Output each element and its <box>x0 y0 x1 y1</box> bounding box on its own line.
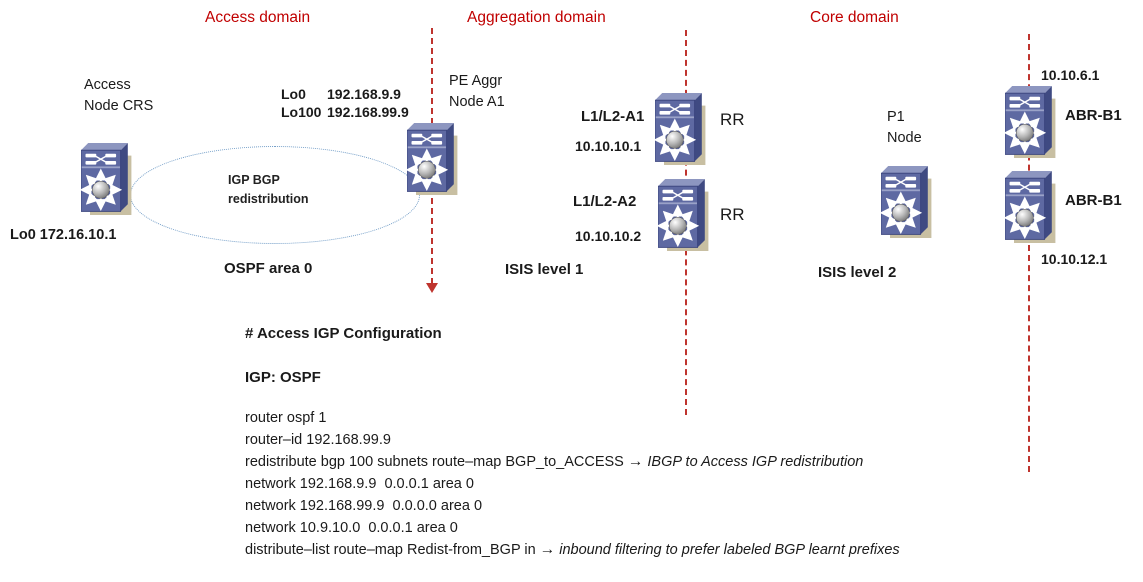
config-line: redistribute bgp 100 subnets route–map B… <box>245 453 864 470</box>
pe-aggr-node-label: PE Aggr Node A1 <box>449 73 505 110</box>
arrow-icon: → <box>539 541 556 558</box>
pe-lo100-ip: 192.168.99.9 <box>327 104 409 120</box>
rr2-role-label: RR <box>720 205 745 224</box>
ospf-area-label: OSPF area 0 <box>224 260 313 277</box>
pe-lo0-name: Lo0 <box>281 86 306 102</box>
abr1-ip-label: 10.10.6.1 <box>1041 67 1100 83</box>
boundary-line-arrowhead <box>426 283 438 293</box>
config-line: router ospf 1 <box>245 410 327 426</box>
config-line: network 10.9.10.0 0.0.0.1 area 0 <box>245 520 458 536</box>
config-heading: # Access IGP Configuration <box>245 325 442 342</box>
rr2-ip-label: 10.10.10.2 <box>575 228 642 244</box>
multilayer-switch-icon <box>655 91 709 167</box>
isis-level1-label: ISIS level 1 <box>505 261 584 278</box>
access-node-icon <box>81 141 135 217</box>
access-node-label: Access Node CRS <box>84 77 154 114</box>
pe-aggr-node-icon <box>407 121 461 197</box>
igp-bgp-redistribution-label: IGP BGP redistribution <box>228 173 309 206</box>
core-boundary-line <box>1028 34 1030 472</box>
rr1-role-label: RR <box>720 110 745 129</box>
multilayer-switch-icon <box>1005 169 1059 245</box>
isis-level2-label: ISIS level 2 <box>818 264 897 281</box>
p1-node-label: P1 Node <box>887 109 922 146</box>
rr2-node-icon <box>658 177 712 253</box>
abr1-name-label: ABR-B1 <box>1065 107 1122 124</box>
multilayer-switch-icon <box>881 164 935 240</box>
abr2-name-label: ABR-B1 <box>1065 192 1122 209</box>
multilayer-switch-icon <box>1005 84 1059 160</box>
config-igp-line: IGP: OSPF <box>245 369 321 386</box>
abr1-node-icon <box>1005 84 1059 160</box>
config-line: distribute–list route–map Redist-from_BG… <box>245 541 900 558</box>
multilayer-switch-icon <box>407 121 461 197</box>
arrow-icon: → <box>627 453 644 470</box>
abr2-ip-label: 10.10.12.1 <box>1041 251 1108 267</box>
rr1-node-icon <box>655 91 709 167</box>
rr2-name-label: L1/L2-A2 <box>573 193 637 210</box>
pe-lo100-name: Lo100 <box>281 104 322 120</box>
access-node-loopback: Lo0 172.16.10.1 <box>10 227 117 243</box>
p1-node-icon <box>881 164 935 240</box>
pe-loopback-table: Lo0 192.168.9.9 Lo100 192.168.99.9 <box>281 85 409 121</box>
config-line: network 192.168.9.9 0.0.0.1 area 0 <box>245 476 474 492</box>
abr2-node-icon <box>1005 169 1059 245</box>
config-line: router–id 192.168.99.9 <box>245 432 391 448</box>
config-lines: router ospf 1 router–id 192.168.99.9 red… <box>245 407 1143 561</box>
multilayer-switch-icon <box>81 141 135 217</box>
config-line: network 192.168.99.9 0.0.0.0 area 0 <box>245 498 483 514</box>
core-domain-title: Core domain <box>810 9 899 26</box>
rr1-name-label: L1/L2-A1 <box>581 108 645 125</box>
access-domain-title: Access domain <box>205 9 311 26</box>
pe-lo0-ip: 192.168.9.9 <box>327 86 401 102</box>
aggregation-domain-title: Aggregation domain <box>467 9 606 26</box>
rr1-ip-label: 10.10.10.1 <box>575 138 642 154</box>
multilayer-switch-icon <box>658 177 712 253</box>
